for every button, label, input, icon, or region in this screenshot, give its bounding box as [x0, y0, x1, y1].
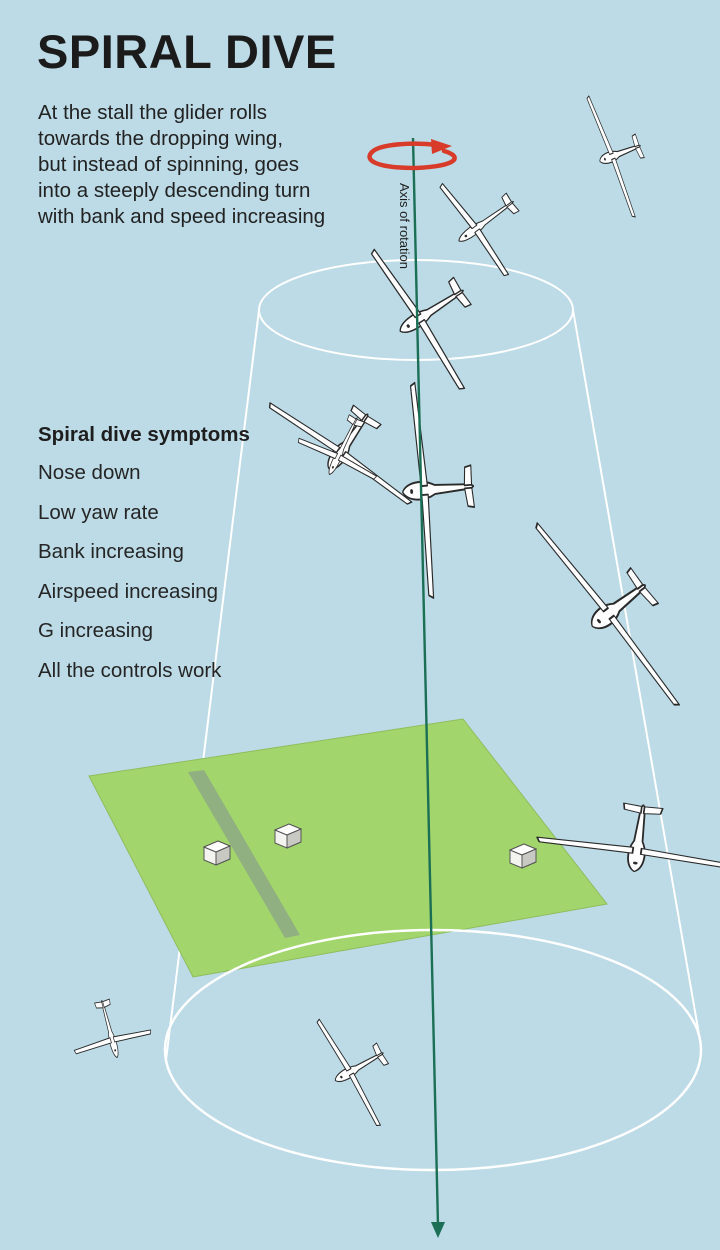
symptom-item: Nose down [38, 461, 141, 484]
page-title: SPIRAL DIVE [37, 25, 337, 78]
symptom-item: Bank increasing [38, 540, 184, 563]
cone-right-edge [572, 309, 701, 1041]
intro-line: At the stall the glider rolls [38, 101, 268, 124]
symptom-item: All the controls work [38, 658, 222, 682]
axis-arrow-head-icon [431, 1222, 445, 1238]
axis-label: Axis of rotation [397, 183, 412, 269]
field-plane [88, 718, 608, 978]
intro-line: into a steeply descending turn [38, 179, 311, 202]
symptoms-list: Nose down Low yaw rate Bank increasing A… [38, 453, 250, 690]
intro-line: with bank and speed increasing [38, 205, 326, 228]
symptoms-heading: Spiral dive symptoms [38, 423, 250, 446]
glider-icon [63, 989, 156, 1069]
axis-of-rotation-line [411, 137, 440, 1227]
glider-icon [392, 377, 484, 601]
symptom-item: Low yaw rate [38, 500, 159, 524]
intro-line: but instead of spinning, goes [38, 153, 299, 176]
glider-icon [425, 155, 547, 287]
cone-bottom-ellipse [163, 928, 703, 1172]
symptoms-panel: Spiral dive symptoms Nose down Low yaw r… [38, 421, 250, 690]
runway [188, 770, 300, 938]
glider-icon [520, 493, 718, 719]
symptom-item: Airspeed increasing [38, 579, 219, 603]
intro-text: At the stall the glider rolls towards th… [38, 100, 325, 230]
symptom-item: G increasing [38, 619, 154, 642]
glider-icon [576, 84, 665, 223]
curved-arrow-icon [367, 139, 457, 171]
ground-field [88, 718, 608, 978]
intro-line: towards the dropping wing, [38, 127, 284, 150]
glider-icon [304, 999, 415, 1135]
